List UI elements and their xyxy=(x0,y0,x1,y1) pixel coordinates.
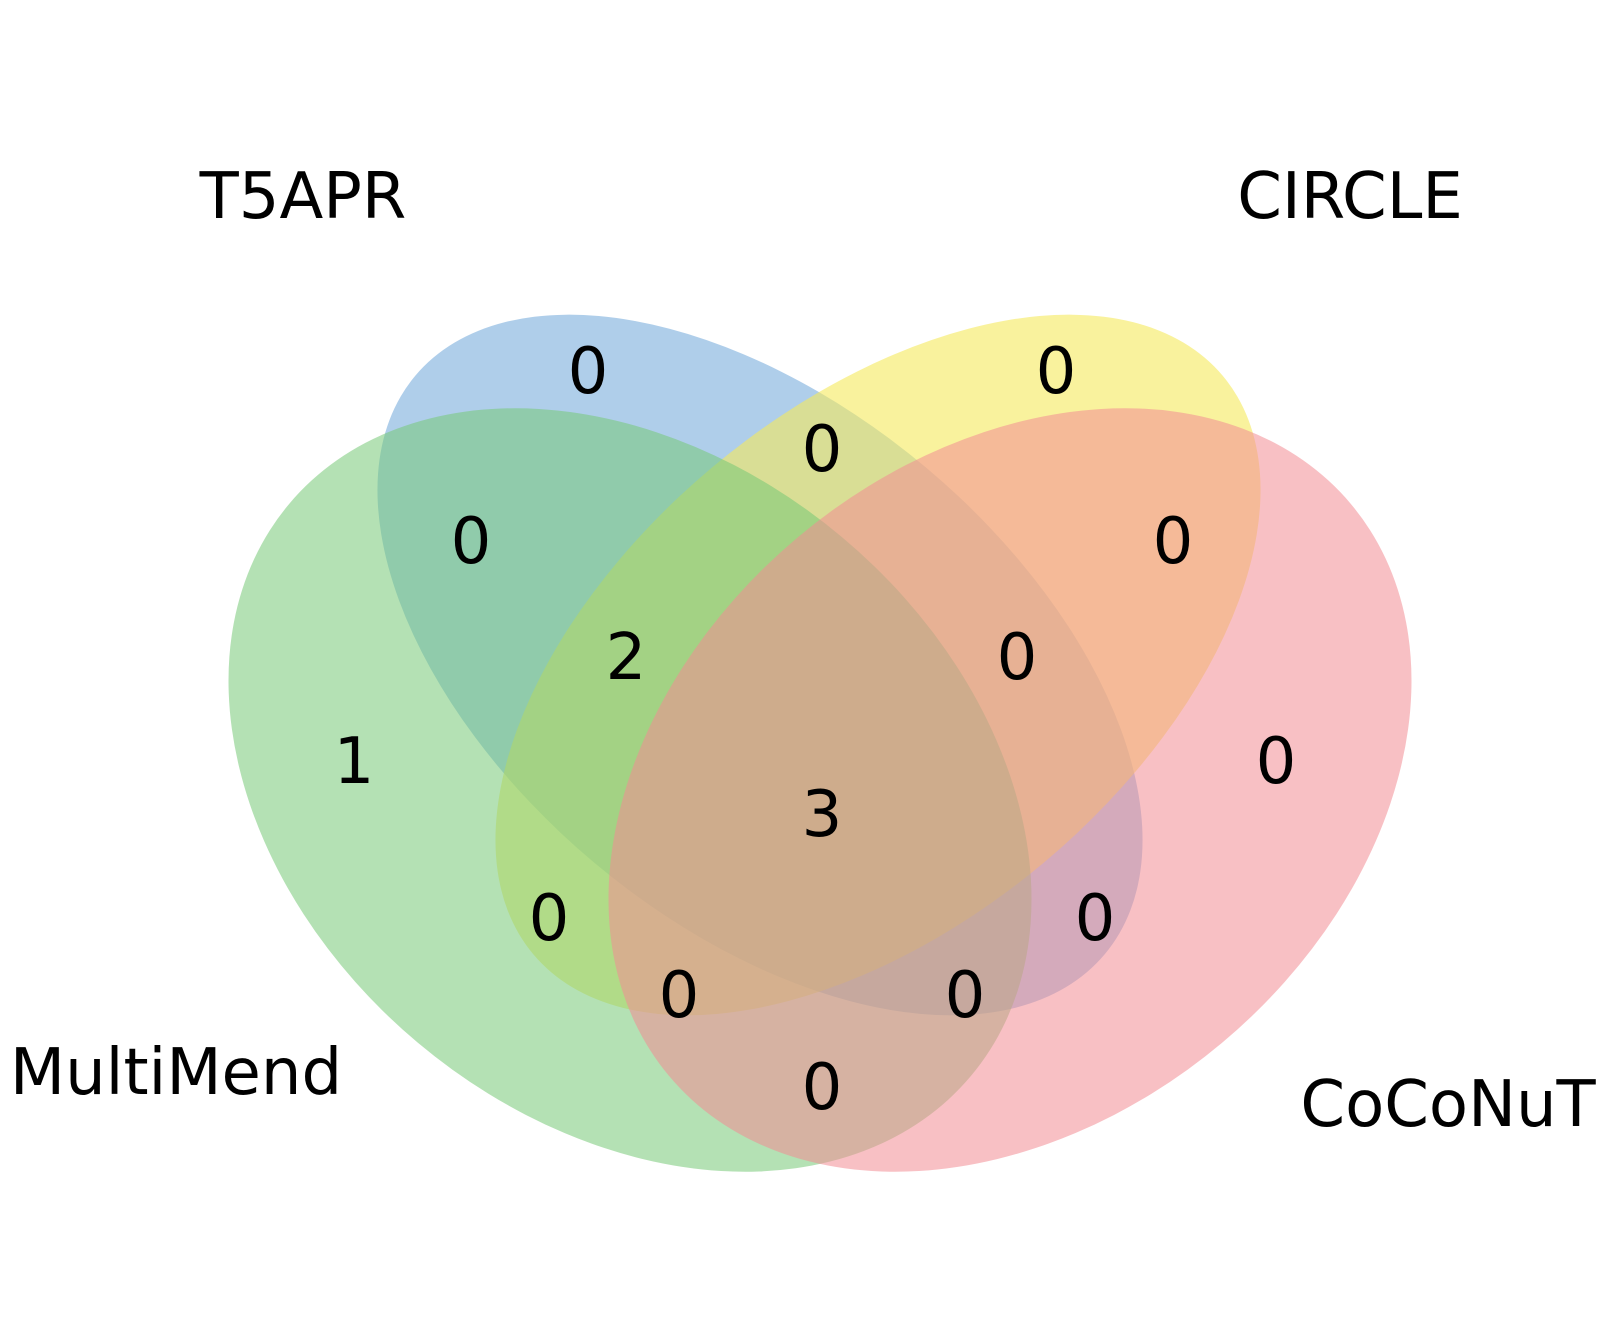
count-circle-multimend-coconut: 0 xyxy=(659,959,700,1033)
count-t5apr-coconut: 0 xyxy=(1075,882,1116,956)
count-multimend-only: 1 xyxy=(334,725,375,799)
set-label-coconut: CoCoNuT xyxy=(1300,1068,1596,1142)
count-t5apr-only: 0 xyxy=(568,335,609,409)
count-circle-coconut: 0 xyxy=(1153,505,1194,579)
count-t5apr-circle: 0 xyxy=(802,413,843,487)
count-t5apr-circle-coconut: 0 xyxy=(997,621,1038,695)
count-all-four: 3 xyxy=(802,778,843,852)
set-ellipse-coconut xyxy=(608,408,1412,1172)
count-t5apr-multimend: 0 xyxy=(451,505,492,579)
count-multimend-coconut: 0 xyxy=(802,1051,843,1125)
set-label-circle: CIRCLE xyxy=(1237,160,1463,234)
count-circle-only: 0 xyxy=(1036,335,1077,409)
count-t5apr-circle-multimend: 2 xyxy=(606,621,647,695)
count-coconut-only: 0 xyxy=(1256,725,1297,799)
set-label-t5apr: T5APR xyxy=(199,160,407,234)
set-label-multimend: MultiMend xyxy=(10,1036,342,1110)
count-t5apr-multimend-coconut: 0 xyxy=(945,959,986,1033)
count-circle-multimend: 0 xyxy=(529,882,570,956)
